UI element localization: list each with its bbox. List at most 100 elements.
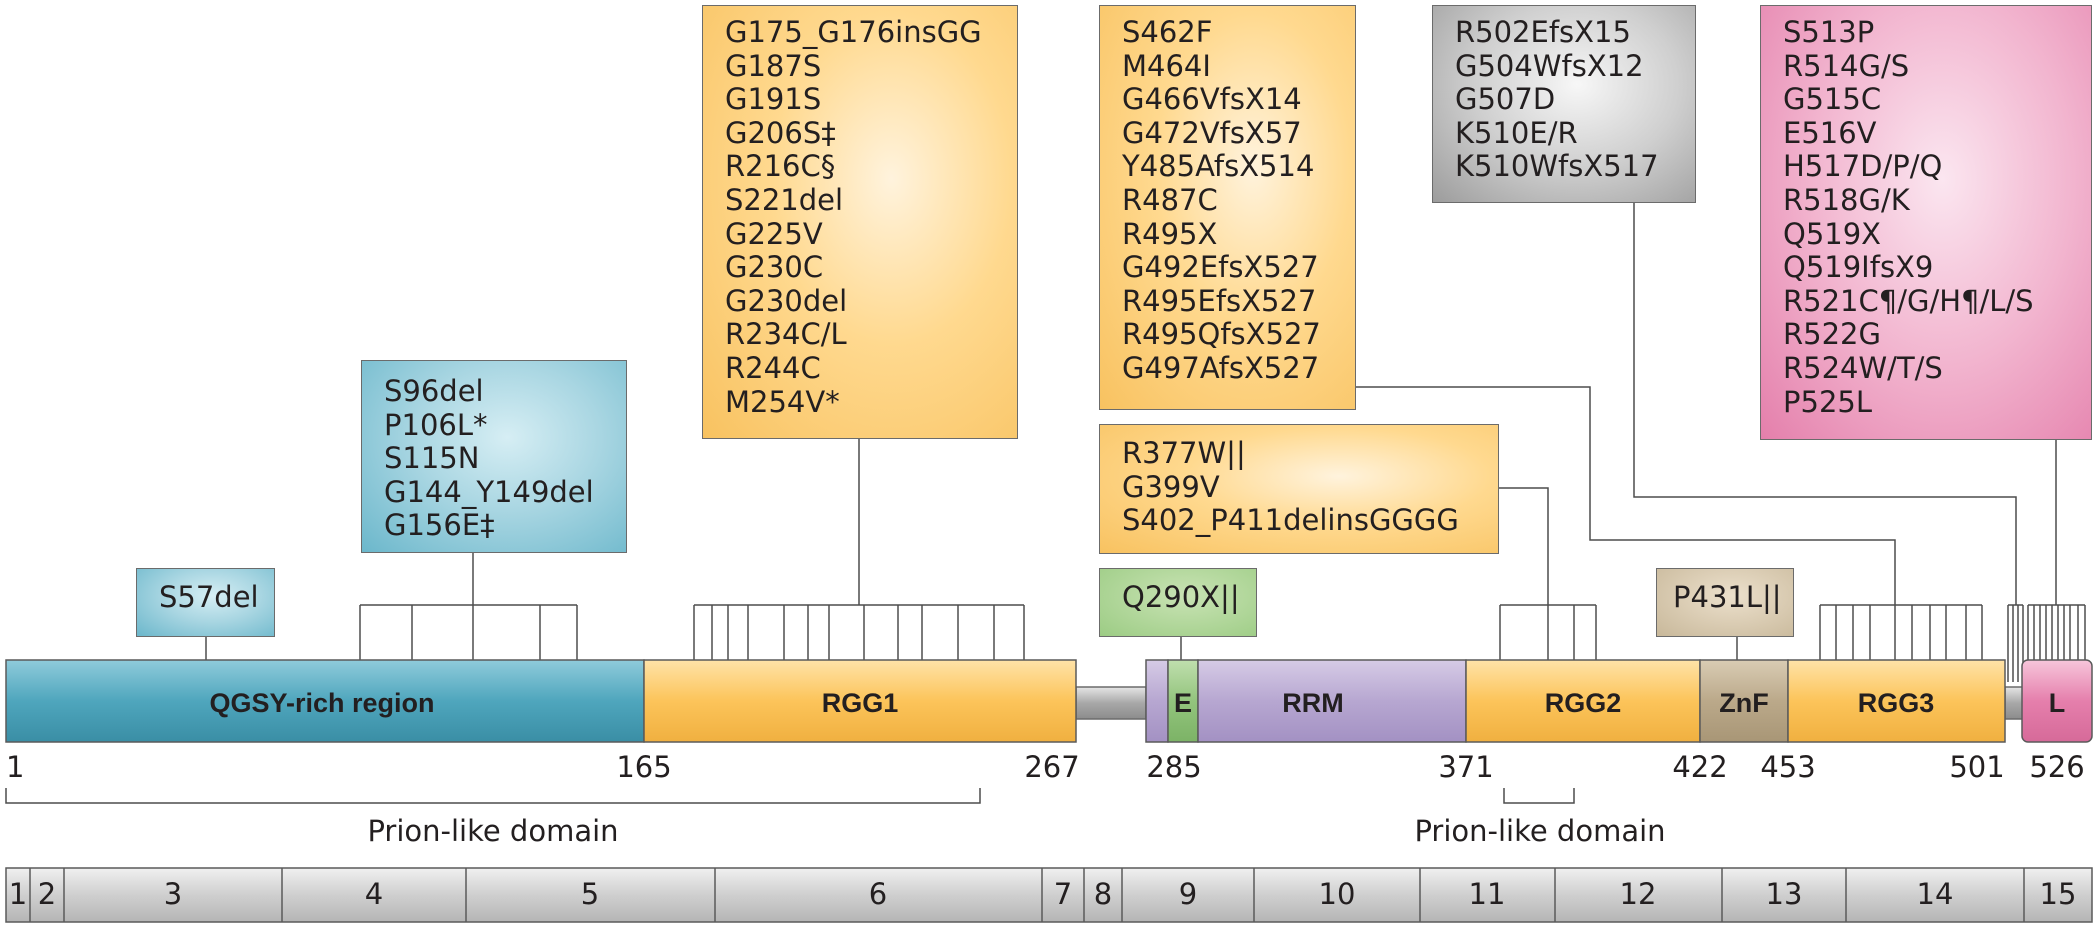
mutation-label: S402_P411delinsGGGG <box>1122 503 1459 538</box>
mutation-label: K510WfsX517 <box>1455 149 1659 184</box>
linker-1 <box>1075 686 1147 720</box>
exon-bar: 1 2 3 4 5 6 7 8 9 10 11 12 13 14 15 <box>5 867 2093 923</box>
exon-label: 1 <box>9 877 27 911</box>
domain-rrm <box>1197 659 1467 743</box>
domain-rrm-nterm <box>1145 659 1169 743</box>
residue-positions: 1 165 267 285 371 422 453 501 526 <box>6 750 2085 784</box>
mutation-label: G230C <box>725 250 824 285</box>
prion-label-1: Prion-like domain <box>367 814 618 848</box>
domain-label-qgsy: QGSY-rich region <box>209 688 434 718</box>
mutation-label: G466VfsX14 <box>1122 82 1302 117</box>
exon-label: 11 <box>1469 877 1506 911</box>
mutation-label: G507D <box>1455 82 1556 117</box>
mutation-box-s57: S57del <box>136 568 275 637</box>
mutation-label: Q519X <box>1783 216 1882 251</box>
position-label: 422 <box>1672 750 1727 784</box>
mutation-label: H517D/P/Q <box>1783 149 1943 184</box>
protein-bar: QGSY-rich region RGG1 E RRM RGG2 ZnF RGG… <box>5 659 2093 743</box>
mutation-box-rgg1: G175_G176insGG G187S G191S G206S‡ R216C§… <box>702 5 1018 439</box>
mutation-label: R244C <box>725 350 821 385</box>
exon-label: 8 <box>1094 877 1112 911</box>
mutation-label: M254V* <box>725 384 840 419</box>
exon-label: 13 <box>1766 877 1803 911</box>
domain-e <box>1167 659 1199 743</box>
mutation-box-qgsy: S96del P106L* S115N G144_Y149del G156E‡ <box>361 360 627 553</box>
mutation-box-gray: R502EfsX15 G504WfsX12 G507D K510E/R K510… <box>1432 5 1696 203</box>
domain-label-l: L <box>2049 688 2066 718</box>
mutation-label: S57del <box>159 580 259 614</box>
mutation-label: P431L|| <box>1673 580 1782 614</box>
mutation-label: P106L* <box>384 407 488 442</box>
mutation-label: G399V <box>1122 469 1220 504</box>
mutation-label: R521C¶/G/H¶/L/S <box>1783 283 2034 318</box>
mutation-label: Q290X|| <box>1122 580 1240 614</box>
mutation-label: S96del <box>384 374 484 408</box>
position-label: 501 <box>1949 750 2004 784</box>
mutation-label: S115N <box>384 441 480 476</box>
mutation-label: S221del <box>725 182 844 217</box>
mutation-box-e: Q290X|| <box>1099 568 1257 637</box>
mutation-label: P525L <box>1783 384 1872 419</box>
mutation-label: R502EfsX15 <box>1455 15 1631 49</box>
mutation-label: S462F <box>1122 15 1213 49</box>
exon-label: 3 <box>164 877 182 911</box>
exon-label: 7 <box>1054 877 1072 911</box>
mutation-label: G144_Y149del <box>384 474 594 509</box>
exon-label: 5 <box>581 877 599 911</box>
position-label: 285 <box>1146 750 1201 784</box>
mutation-label: R234C/L <box>725 317 847 352</box>
prion-brackets <box>5 788 1575 804</box>
mutation-label: R495QfsX527 <box>1122 317 1321 352</box>
exon-label: 10 <box>1319 877 1356 911</box>
mutation-label: R495X <box>1122 216 1218 251</box>
mutation-label: G225V <box>725 216 823 251</box>
exon-label: 15 <box>2040 877 2077 911</box>
mutation-label: G191S <box>725 82 822 117</box>
domain-rgg2 <box>1465 659 1701 743</box>
mutation-label: G175_G176insGG <box>725 15 982 49</box>
mutation-label: G515C <box>1783 82 1882 117</box>
domain-znf <box>1699 659 1789 743</box>
mutation-label: G472VfsX57 <box>1122 115 1302 150</box>
mutation-label: R377W|| <box>1122 436 1246 470</box>
domain-label-rrm: RRM <box>1282 688 1344 718</box>
mutation-label: R514G/S <box>1783 48 1910 83</box>
prion-label-2: Prion-like domain <box>1414 814 1665 848</box>
mutation-label: G206S‡ <box>725 115 836 150</box>
exon-label: 6 <box>869 877 887 911</box>
position-label: 371 <box>1438 750 1493 784</box>
mutation-label: R216C§ <box>725 149 836 184</box>
domain-qgsy <box>5 659 645 743</box>
domain-label-rgg3: RGG3 <box>1858 688 1935 718</box>
exon-label: 4 <box>365 877 383 911</box>
position-label: 165 <box>616 750 671 784</box>
mutation-label: G230del <box>725 283 848 318</box>
linker-2 <box>2004 686 2026 720</box>
mutation-label: R487C <box>1122 182 1218 217</box>
mutation-label: K510E/R <box>1455 115 1578 150</box>
position-label: 267 <box>1024 750 1079 784</box>
mutation-label: E516V <box>1783 115 1877 150</box>
mutation-label: R518G/K <box>1783 182 1910 217</box>
domain-rgg1 <box>643 659 1077 743</box>
mutation-label: R524W/T/S <box>1783 350 1943 385</box>
mutation-label: Q519IfsX9 <box>1783 250 1934 285</box>
mutation-box-pink: S513P R514G/S G515C E516V H517D/P/Q R518… <box>1760 5 2092 440</box>
mutation-label: M464I <box>1122 48 1211 83</box>
exon-label: 2 <box>38 877 56 911</box>
mutation-label: R522G <box>1783 317 1881 352</box>
mutation-label: G187S <box>725 48 822 83</box>
domain-rgg3 <box>1787 659 2006 743</box>
exon-label: 12 <box>1620 877 1657 911</box>
mutation-label: R495EfsX527 <box>1122 283 1317 318</box>
position-label: 1 <box>6 750 24 784</box>
mutation-box-znf: P431L|| <box>1656 568 1794 637</box>
position-label: 526 <box>2029 750 2084 784</box>
exon-label: 14 <box>1917 877 1954 911</box>
domain-label-rgg1: RGG1 <box>822 688 899 718</box>
domain-label-e: E <box>1174 688 1192 718</box>
mutation-box-rgg2-a: S462F M464I G466VfsX14 G472VfsX57 Y485Af… <box>1099 5 1356 410</box>
domain-l <box>2021 659 2093 743</box>
domain-label-znf: ZnF <box>1719 688 1768 718</box>
